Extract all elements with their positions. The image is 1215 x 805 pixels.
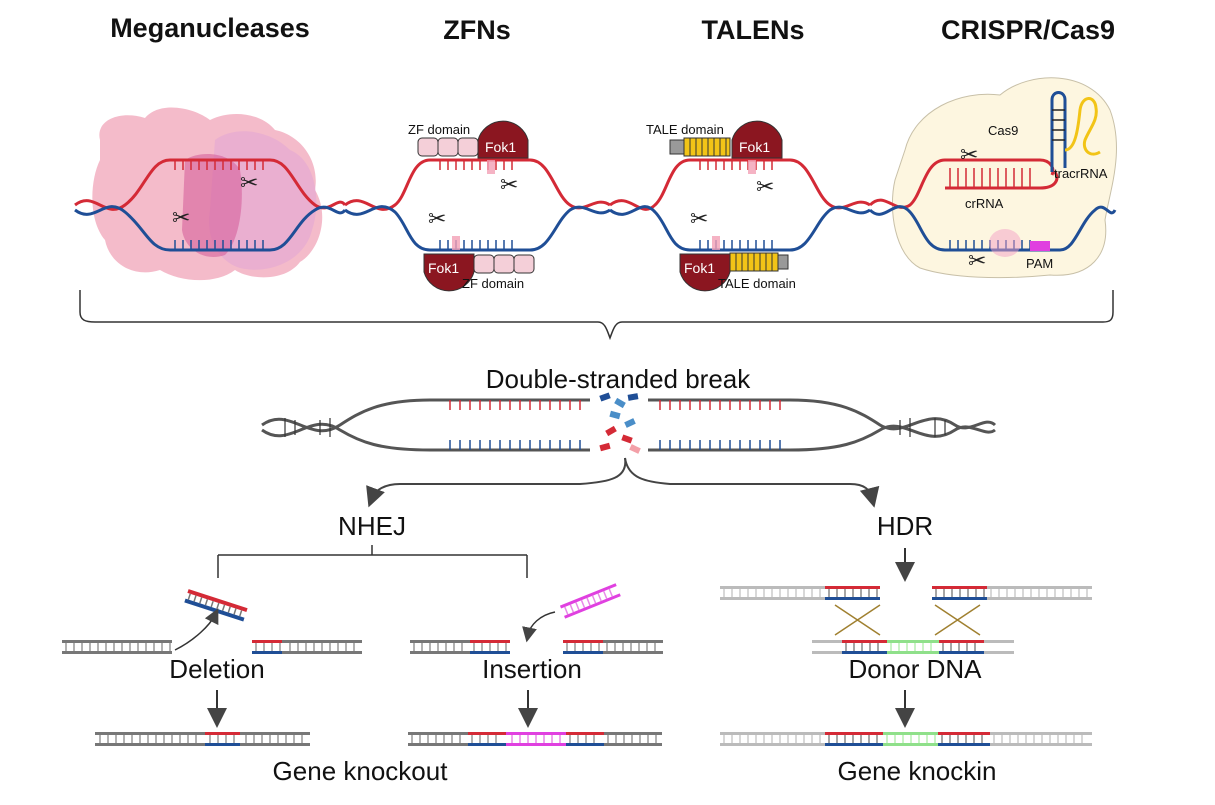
nhej-label: NHEJ — [338, 511, 406, 541]
dsb-dna — [261, 392, 997, 454]
cut-site — [989, 229, 1021, 257]
hdr-panel: Donor DNA — [720, 586, 1092, 746]
pam-site — [1030, 241, 1050, 251]
grouping-brace — [79, 290, 1114, 341]
meganuclease-dna-bottom — [74, 205, 347, 252]
zfn-dna-bottom — [344, 205, 611, 252]
zf-box — [437, 137, 459, 157]
arrow-to-nhej — [366, 457, 627, 508]
title-meganucleases: Meganucleases — [110, 13, 310, 43]
gene-knockout-label: Gene knockout — [273, 756, 449, 786]
zf-domain-label-bottom: ZF domain — [462, 276, 524, 291]
tale-domain-label-top: TALE domain — [646, 122, 724, 137]
zfn-panel: Fok1 ZF domain ✂ Fok1 ZF domain ✂ — [344, 120, 611, 292]
scissors-icon: ✂ — [428, 206, 446, 231]
scissors-icon: ✂ — [968, 248, 986, 273]
nhej-branch — [217, 545, 528, 578]
zf-box — [493, 254, 515, 274]
zf-domain-label-top: ZF domain — [408, 122, 470, 137]
fok1-label-bottom: Fok1 — [684, 260, 715, 276]
title-talens: TALENs — [701, 15, 804, 45]
fok1-bottom — [423, 253, 475, 292]
cut-site — [712, 236, 720, 250]
tale-repeats — [683, 137, 731, 157]
zf-box — [473, 254, 495, 274]
fok1-bottom — [679, 253, 731, 292]
cut-site — [487, 160, 495, 174]
pam-label: PAM — [1026, 256, 1053, 271]
cut-site — [452, 236, 460, 250]
insertion-label: Insertion — [482, 654, 582, 684]
meganuclease-panel: ✂ ✂ — [74, 107, 347, 281]
dsb-label: Double-stranded break — [486, 364, 751, 394]
deletion-label: Deletion — [169, 654, 264, 684]
scissors-icon: ✂ — [756, 174, 774, 199]
scissors-icon: ✂ — [960, 142, 978, 167]
scissors-icon: ✂ — [172, 205, 190, 230]
title-crispr: CRISPR/Cas9 — [941, 15, 1115, 45]
crrna-lower — [945, 171, 1059, 190]
tracrrna-loop — [1064, 97, 1101, 156]
deletion-panel: Deletion — [62, 589, 362, 746]
cas9-label: Cas9 — [988, 123, 1018, 138]
scissors-icon: ✂ — [690, 206, 708, 231]
tale-domain-label-bottom: TALE domain — [718, 276, 796, 291]
tracrrna-label: tracrRNA — [1054, 166, 1108, 181]
insertion-panel: Insertion — [408, 583, 663, 746]
talen-panel: Fok1 TALE domain ✂ Fok1 TALE domain ✂ — [609, 120, 871, 292]
gene-knockin-label: Gene knockin — [838, 756, 997, 786]
fok1-label-bottom: Fok1 — [428, 260, 459, 276]
hdr-label: HDR — [877, 511, 933, 541]
zf-box — [457, 137, 479, 157]
crispr-dna-bottom — [868, 205, 1117, 252]
zf-box — [417, 137, 439, 157]
title-zfns: ZFNs — [443, 15, 511, 45]
cas9-protein — [891, 77, 1117, 279]
fok1-top — [731, 120, 783, 159]
cut-site — [748, 160, 756, 174]
crrna-strand — [868, 158, 1055, 209]
fok1-top — [477, 120, 529, 159]
donor-dna-label: Donor DNA — [849, 654, 983, 684]
scissors-icon: ✂ — [240, 170, 258, 195]
zf-box — [513, 254, 535, 274]
crispr-panel: Cas9 tracrRNA crRNA PAM ✂ ✂ — [868, 77, 1117, 279]
meganuclease-core — [182, 154, 242, 258]
crrna-label: crRNA — [965, 196, 1004, 211]
scissors-icon: ✂ — [500, 172, 518, 197]
tale-end — [777, 254, 789, 270]
tale-end — [669, 139, 685, 155]
arrow-to-hdr — [624, 457, 880, 508]
fok1-label-top: Fok1 — [739, 139, 770, 155]
fok1-label-top: Fok1 — [485, 139, 516, 155]
tracrrna-stem — [1050, 91, 1067, 172]
zfn-dna-top — [344, 158, 611, 211]
